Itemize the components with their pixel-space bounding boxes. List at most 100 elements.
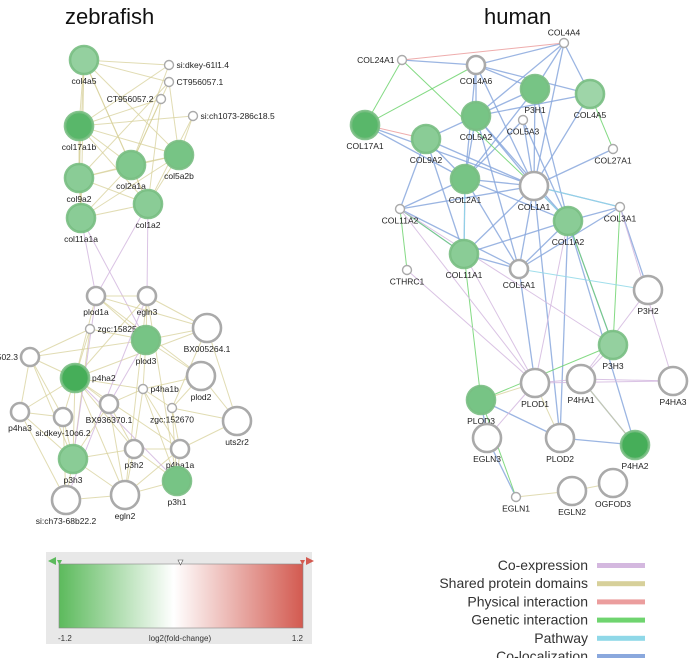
zebrafish-node[interactable]: col9a2 — [63, 162, 95, 204]
zebrafish-node-circle[interactable] — [191, 312, 223, 344]
scale-min-marker-icon[interactable] — [57, 560, 62, 565]
human-node-circle[interactable] — [410, 123, 442, 155]
zebrafish-node-circle[interactable] — [57, 443, 89, 475]
human-node[interactable]: COL24A1 — [357, 54, 408, 66]
human-node-circle[interactable] — [556, 475, 588, 507]
human-node[interactable]: EGLN1 — [502, 491, 530, 514]
human-node-circle[interactable] — [517, 114, 529, 126]
human-node-circle[interactable] — [518, 170, 550, 202]
human-node-circle[interactable] — [574, 78, 606, 110]
zebrafish-node[interactable]: uts2r2 — [221, 405, 253, 447]
human-node[interactable]: OGFOD3 — [595, 467, 631, 509]
human-node[interactable]: PLOD3 — [465, 384, 497, 426]
zebrafish-node[interactable]: p3h2 — [123, 438, 145, 470]
human-node[interactable]: P3H2 — [632, 274, 664, 316]
scale-right-arrow-icon[interactable] — [306, 557, 314, 565]
human-node[interactable]: COL27A1 — [594, 143, 632, 166]
zebrafish-node-circle[interactable] — [65, 202, 97, 234]
zebrafish-node[interactable]: egln2 — [109, 479, 141, 521]
human-node[interactable]: COL4A5 — [574, 78, 607, 120]
human-node[interactable]: COL2A1 — [449, 163, 482, 205]
zebrafish-node[interactable]: col11a1a — [64, 202, 98, 244]
human-node-circle[interactable] — [552, 205, 584, 237]
human-node[interactable]: EGLN2 — [556, 475, 588, 517]
human-node[interactable]: COL1A2 — [552, 205, 585, 247]
human-node-circle[interactable] — [401, 264, 413, 276]
zebrafish-node-circle[interactable] — [85, 285, 107, 307]
human-node-circle[interactable] — [619, 429, 651, 461]
human-node-circle[interactable] — [349, 109, 381, 141]
zebrafish-node-circle[interactable] — [132, 188, 164, 220]
zebrafish-node-circle[interactable] — [130, 324, 162, 356]
zebrafish-node-circle[interactable] — [63, 162, 95, 194]
zebrafish-node[interactable]: p3h1 — [161, 465, 193, 507]
zebrafish-node-circle[interactable] — [169, 438, 191, 460]
human-node-circle[interactable] — [448, 238, 480, 270]
zebrafish-node-circle[interactable] — [221, 405, 253, 437]
zebrafish-node[interactable]: col2a1a — [115, 149, 147, 191]
human-node-circle[interactable] — [519, 73, 551, 105]
scale-left-arrow-icon[interactable] — [48, 557, 56, 565]
human-node-circle[interactable] — [394, 203, 406, 215]
human-node[interactable]: COL11A1 — [446, 238, 483, 280]
human-node[interactable]: P3H3 — [597, 329, 629, 371]
zebrafish-node[interactable]: p4ha3 — [8, 401, 32, 433]
zebrafish-node[interactable]: BX005264.1 — [184, 312, 231, 354]
human-node-circle[interactable] — [471, 422, 503, 454]
human-node-circle[interactable] — [510, 491, 522, 503]
zebrafish-node-circle[interactable] — [98, 393, 120, 415]
zebrafish-node[interactable]: BX936370.1 — [86, 393, 133, 425]
human-node[interactable]: P4HA1 — [565, 363, 597, 405]
zebrafish-node[interactable]: egln3 — [137, 285, 158, 317]
zebrafish-node-circle[interactable] — [52, 406, 74, 428]
human-node-circle[interactable] — [519, 367, 551, 399]
zebrafish-node-circle[interactable] — [19, 346, 41, 368]
zebrafish-node-circle[interactable] — [63, 110, 95, 142]
zebrafish-node[interactable]: plod1a — [83, 285, 109, 317]
zebrafish-node-circle[interactable] — [163, 76, 175, 88]
zebrafish-node[interactable]: plod3 — [130, 324, 162, 366]
zebrafish-node-circle[interactable] — [185, 360, 217, 392]
zebrafish-node-circle[interactable] — [163, 59, 175, 71]
human-node[interactable]: COL5A3 — [507, 114, 540, 137]
human-node-circle[interactable] — [544, 422, 576, 454]
zebrafish-node-circle[interactable] — [50, 484, 82, 516]
human-node[interactable]: COL11A2 — [382, 203, 419, 226]
zebrafish-node-circle[interactable] — [68, 44, 100, 76]
human-node-circle[interactable] — [597, 329, 629, 361]
zebrafish-node-circle[interactable] — [155, 93, 167, 105]
human-node[interactable]: P3H1 — [519, 73, 551, 115]
zebrafish-node-circle[interactable] — [187, 110, 199, 122]
zebrafish-node-circle[interactable] — [115, 149, 147, 181]
human-node[interactable]: COL4A6 — [460, 54, 493, 86]
zebrafish-node[interactable]: p4ha1a — [166, 438, 195, 470]
zebrafish-node[interactable]: p4ha2 — [59, 362, 116, 394]
zebrafish-node[interactable]: p3h3 — [57, 443, 89, 485]
human-node-circle[interactable] — [632, 274, 664, 306]
human-node-circle[interactable] — [460, 100, 492, 132]
zebrafish-node[interactable]: plod2 — [185, 360, 217, 402]
human-node[interactable]: COL1A1 — [518, 170, 551, 212]
zebrafish-node[interactable]: CT956057.2 — [107, 93, 167, 105]
human-node[interactable]: COL4A4 — [548, 28, 581, 49]
human-node[interactable]: P4HA3 — [657, 365, 689, 407]
human-node-circle[interactable] — [565, 363, 597, 395]
zebrafish-node-circle[interactable] — [137, 383, 149, 395]
human-node-circle[interactable] — [657, 365, 689, 397]
human-node[interactable]: COL3A1 — [604, 201, 637, 224]
zebrafish-node[interactable]: CT956057.1 — [163, 76, 224, 88]
human-node[interactable]: COL9A2 — [410, 123, 443, 165]
zebrafish-node-circle[interactable] — [109, 479, 141, 511]
zebrafish-node[interactable]: col4a5 — [68, 44, 100, 86]
zebrafish-node[interactable]: si:dkey-10o6.2 — [35, 406, 91, 438]
zebrafish-node-circle[interactable] — [161, 465, 193, 497]
zebrafish-node[interactable]: zgc:158254 — [84, 323, 142, 335]
human-node-circle[interactable] — [607, 143, 619, 155]
zebrafish-node[interactable]: zgc:152670 — [150, 402, 194, 425]
human-node[interactable]: COL17A1 — [346, 109, 384, 151]
human-node-circle[interactable] — [465, 384, 497, 416]
zebrafish-node-circle[interactable] — [163, 139, 195, 171]
human-node-circle[interactable] — [558, 37, 570, 49]
zebrafish-node[interactable]: col5a2b — [163, 139, 195, 181]
human-node[interactable]: EGLN3 — [471, 422, 503, 464]
